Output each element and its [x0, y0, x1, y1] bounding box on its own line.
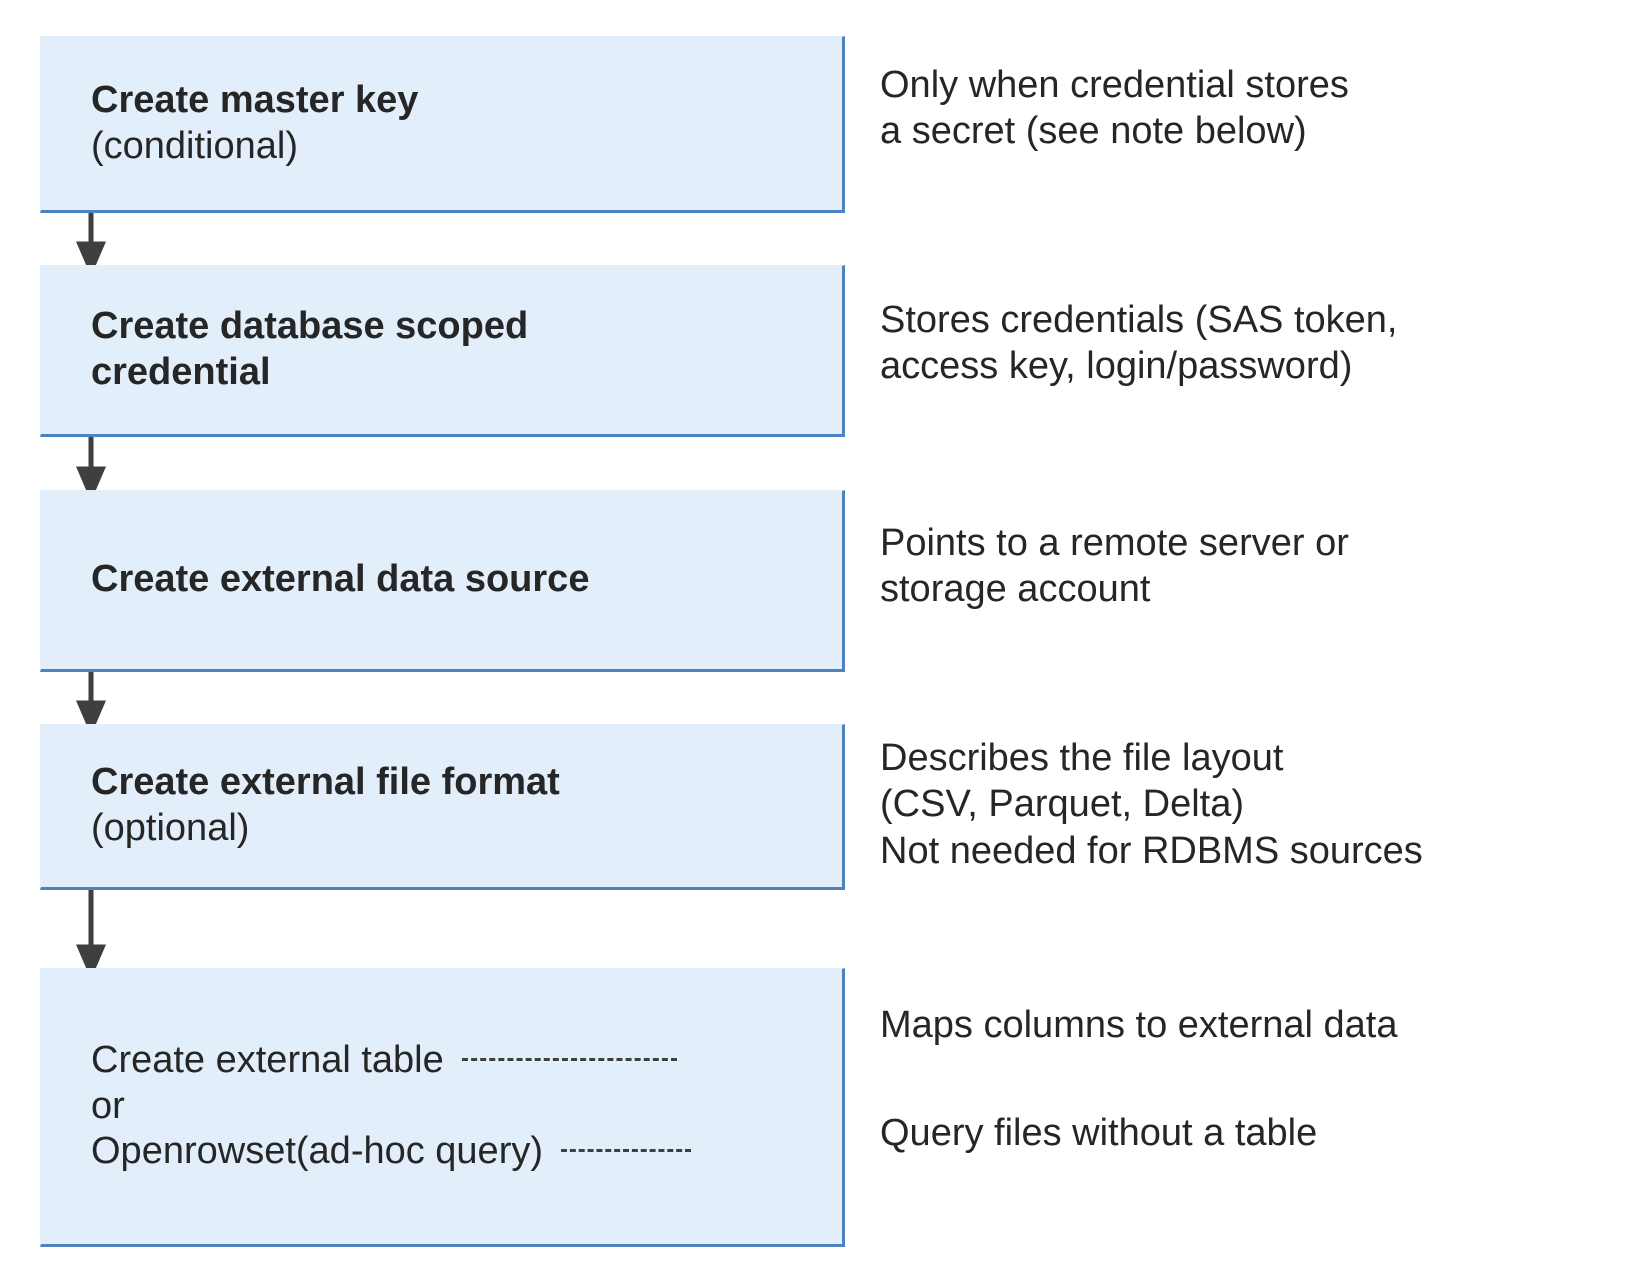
note-line: Maps columns to external data — [880, 1004, 1398, 1046]
dashed-link-openrowset — [561, 1149, 692, 1153]
note-line: Only when credential stores — [880, 64, 1349, 106]
node-subtitle: (optional) — [91, 807, 250, 849]
node-title: Create external file format — [91, 761, 560, 804]
node-create-external-file-format[interactable]: Create external file format (optional) — [40, 724, 845, 890]
node-title-row: Create external table — [91, 1038, 842, 1084]
note-create-external-file-format: Describes the file layout (CSV, Parquet,… — [880, 735, 1423, 874]
note-create-database-scoped-credential: Stores credentials (SAS token, access ke… — [880, 297, 1397, 390]
note-line: (CSV, Parquet, Delta) — [880, 783, 1244, 826]
node-openrowset-row: Openrowset (ad-hoc query) — [91, 1129, 842, 1175]
node-subtitle: (conditional) — [91, 124, 298, 167]
node-create-database-scoped-credential[interactable]: Create database scoped credential — [40, 265, 845, 437]
node-title: Create external data source — [91, 558, 590, 601]
note-maps-columns-to-external-data: Maps columns to external data — [880, 1002, 1398, 1048]
note-line: a secret (see note below) — [880, 110, 1307, 153]
note-line: Query files without a table — [880, 1112, 1318, 1154]
note-query-files-without-a-table: Query files without a table — [880, 1110, 1317, 1156]
note-line: Describes the file layout — [880, 737, 1284, 779]
node-create-external-table-or-openrowset[interactable]: Create external table or Openrowset (ad-… — [40, 968, 845, 1247]
dashed-link-external-table — [461, 1058, 677, 1062]
node-title: Create external table — [91, 1039, 444, 1082]
note-create-external-data-source: Points to a remote server or storage acc… — [880, 520, 1349, 613]
node-openrowset-suffix: (ad-hoc query) — [295, 1130, 544, 1173]
note-line: Stores credentials (SAS token, — [880, 299, 1398, 341]
note-line: storage account — [880, 568, 1151, 611]
note-line: Points to a remote server or — [880, 522, 1349, 564]
node-title: Create master key — [91, 78, 419, 121]
node-openrowset-label: Openrowset — [91, 1130, 296, 1173]
note-line: Not needed for RDBMS sources — [880, 829, 1423, 872]
note-line: access key, login/password) — [880, 345, 1353, 388]
note-create-master-key: Only when credential stores a secret (se… — [880, 62, 1349, 155]
node-title-line-2: credential — [91, 351, 271, 393]
node-title: Create database scoped — [91, 305, 529, 348]
node-or-separator: or — [91, 1084, 125, 1127]
node-create-external-data-source[interactable]: Create external data source — [40, 490, 845, 672]
node-create-master-key[interactable]: Create master key (conditional) — [40, 36, 845, 213]
